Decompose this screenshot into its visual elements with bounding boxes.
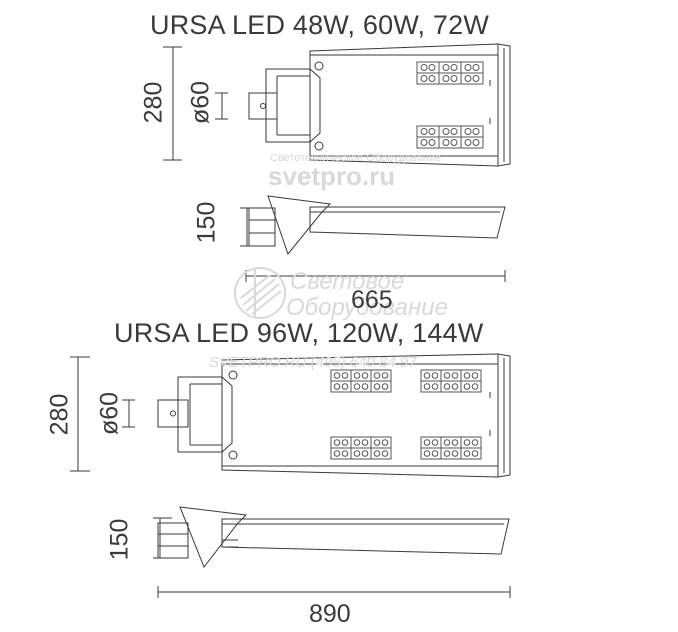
top-side-height-label: 150 <box>192 201 221 244</box>
bottom-length-label: 890 <box>309 600 351 628</box>
bottom-height-label: 280 <box>45 393 74 436</box>
top-fixture-plan-view <box>163 43 511 167</box>
bottom-diameter-label: ø60 <box>95 391 124 436</box>
bottom-fixture-title: URSA LED 96W, 120W, 144W <box>114 318 484 348</box>
top-fixture-title: URSA LED 48W, 60W, 72W <box>150 10 490 40</box>
bottom-fixture-side-view <box>153 506 511 598</box>
top-led-module-lower <box>416 125 484 149</box>
watermark-small-caption: Светотехническое Оборудование <box>270 152 442 164</box>
top-height-label: 280 <box>139 81 168 124</box>
watermark-site: svetpro.ru <box>268 161 396 191</box>
watermark-big-line1: Световое <box>290 268 405 295</box>
top-fixture-side-view <box>240 195 506 282</box>
top-length-label: 665 <box>351 286 393 314</box>
watermark-big-line2: Оборудование <box>286 294 448 321</box>
bottom-side-height-label: 150 <box>105 518 134 561</box>
top-led-module-upper <box>416 61 484 85</box>
bottom-fixture-plan-view <box>70 353 511 478</box>
watermark-contact: SVETPRO.RU (495) 640 84 97 <box>209 354 417 371</box>
top-diameter-label: ø60 <box>186 80 215 125</box>
watermark-logo-graphic <box>234 267 286 319</box>
bottom-led-modules <box>330 369 482 460</box>
